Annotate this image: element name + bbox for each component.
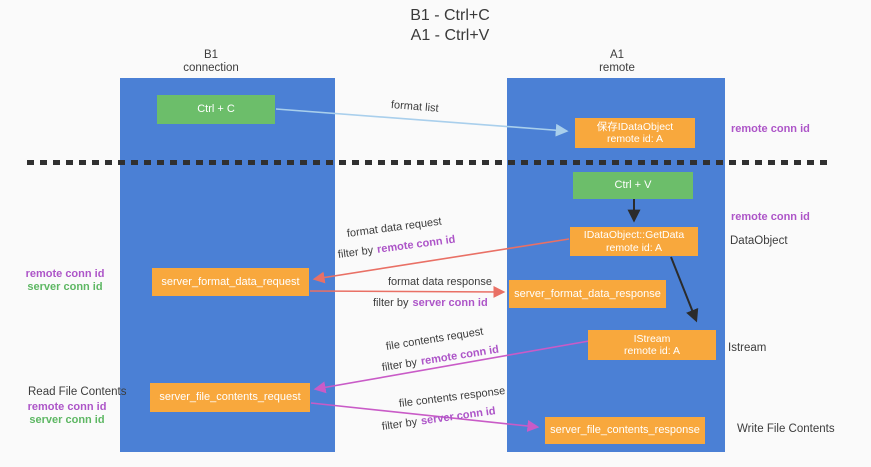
box-istream-line1: IStream [633,332,671,345]
server-conn-id-text: server conn id [412,297,488,309]
box-server-file-contents-response: server_file_contents_response [545,417,705,444]
box-ctrl-c: Ctrl + C [157,95,275,124]
diagram-title: B1 - Ctrl+C A1 - Ctrl+V [330,6,570,46]
box-istream-line2: remote id: A [623,345,681,357]
box-server-format-data-request: server_format_data_request [152,268,309,296]
box-server-format-data-response-label: server_format_data_response [514,287,661,300]
dashed-divider-line [27,160,830,165]
box-ctrl-v: Ctrl + V [573,172,693,199]
box-save-idataobject-line1: 保存IDataObject [596,120,674,133]
format-list-arrow [275,108,569,137]
box-save-idataobject: 保存IDataObject remote id: A [575,118,695,148]
file-contents-response-arrow [310,402,540,432]
box-ctrl-v-label: Ctrl + V [614,179,652,191]
label-istream-side: Istream [728,342,767,354]
left-column-subtitle: connection [183,62,239,74]
label-dataobject: DataObject [730,235,788,247]
box-ctrl-c-label: Ctrl + C [197,103,235,115]
label-remote-conn-id-right-2: remote conn id [731,211,810,223]
box-server-file-contents-request-label: server_file_contents_request [159,391,301,403]
file-contents-request-arrow [313,340,590,394]
box-save-idataobject-line2: remote id: A [606,133,664,145]
box-idataobject-getdata-line1: IDataObject::GetData [583,229,685,241]
box-server-format-data-response: server_format_data_response [509,280,666,308]
title-line-2: A1 - Ctrl+V [410,27,490,44]
filter-by-text: filter by [373,297,409,309]
box-idataobject-getdata: IDataObject::GetData remote id: A [570,227,698,256]
label-conn-ids-left-bottom: remote conn id server conn id [22,401,112,427]
right-column-header: A1 remote [542,49,692,75]
right-column-name: A1 [609,49,625,61]
remote-conn-id-text: remote conn id [27,401,107,413]
box-server-file-contents-response-label: server_file_contents_response [550,424,700,436]
server-conn-id-text: server conn id [29,414,105,426]
box-idataobject-getdata-line2: remote id: A [605,241,663,254]
label-conn-ids-left-mid: remote conn id server conn id [20,268,110,294]
server-conn-id-text: server conn id [27,281,103,293]
left-column-header: B1 connection [136,49,286,75]
format-data-request-arrow [312,238,570,284]
label-read-file-contents: Read File Contents [28,386,127,398]
title-line-1: B1 - Ctrl+C [410,7,490,24]
right-column-subtitle: remote [599,62,635,74]
format-data-response-arrow [309,285,506,298]
label-remote-conn-id-right-1: remote conn id [731,123,810,135]
box-server-format-data-request-label: server_format_data_request [161,275,300,288]
left-column-name: B1 [203,49,219,61]
label-format-data-response: format data response [388,276,492,288]
label-write-file-contents: Write File Contents [737,423,835,435]
remote-conn-id-text: remote conn id [25,268,105,280]
box-server-file-contents-request: server_file_contents_request [150,383,310,412]
getdata-to-istream-arrow [670,256,699,323]
box-istream: IStream remote id: A [588,330,716,360]
